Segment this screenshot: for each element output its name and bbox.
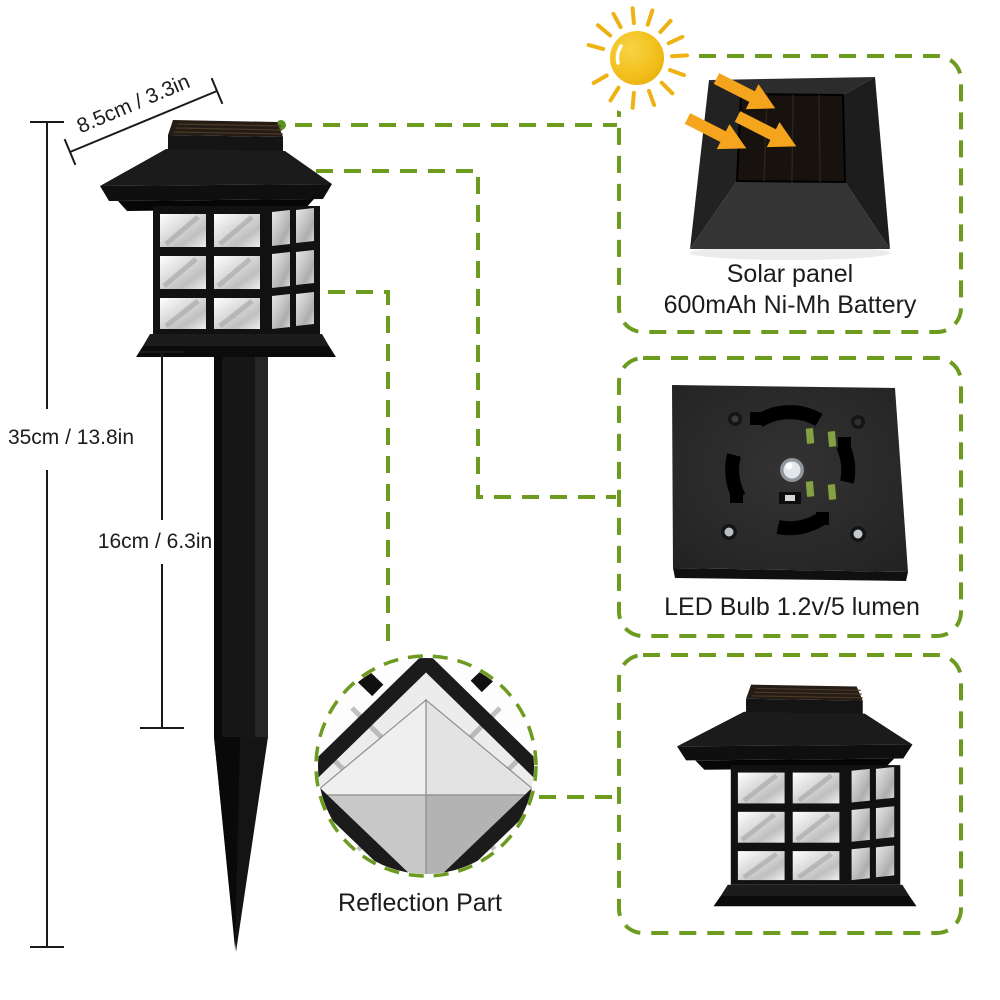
reflection-inset-border xyxy=(314,654,538,878)
solar-panel-callout-border xyxy=(617,54,963,334)
lamp-head-photo xyxy=(677,685,917,907)
dimension-stake-height-label: 16cm / 6.3in xyxy=(98,530,212,553)
dimension-total-height-label: 35cm / 13.8in xyxy=(8,426,134,449)
led-callout-label: LED Bulb 1.2v/5 lumen xyxy=(664,593,920,621)
main-product-photo xyxy=(100,120,336,952)
sun-icon xyxy=(581,2,693,114)
solar-panel-photo xyxy=(681,65,890,260)
connector-led xyxy=(316,169,616,499)
led-callout-border xyxy=(617,356,963,638)
led-plate-photo xyxy=(672,385,908,581)
reflection-label: Reflection Part xyxy=(338,889,502,917)
lantern-head xyxy=(100,120,336,357)
solar-callout-label-line1: Solar panel xyxy=(727,260,853,288)
dimension-annotations xyxy=(30,77,224,948)
led-bulb xyxy=(780,458,804,482)
lamp-head-callout-border xyxy=(617,653,963,935)
callout-panel-borders xyxy=(617,54,963,935)
lantern-head xyxy=(677,685,917,907)
solar-callout-label-line2: 600mAh Ni-Mh Battery xyxy=(664,291,917,319)
reflection-inset-photo xyxy=(318,658,534,874)
